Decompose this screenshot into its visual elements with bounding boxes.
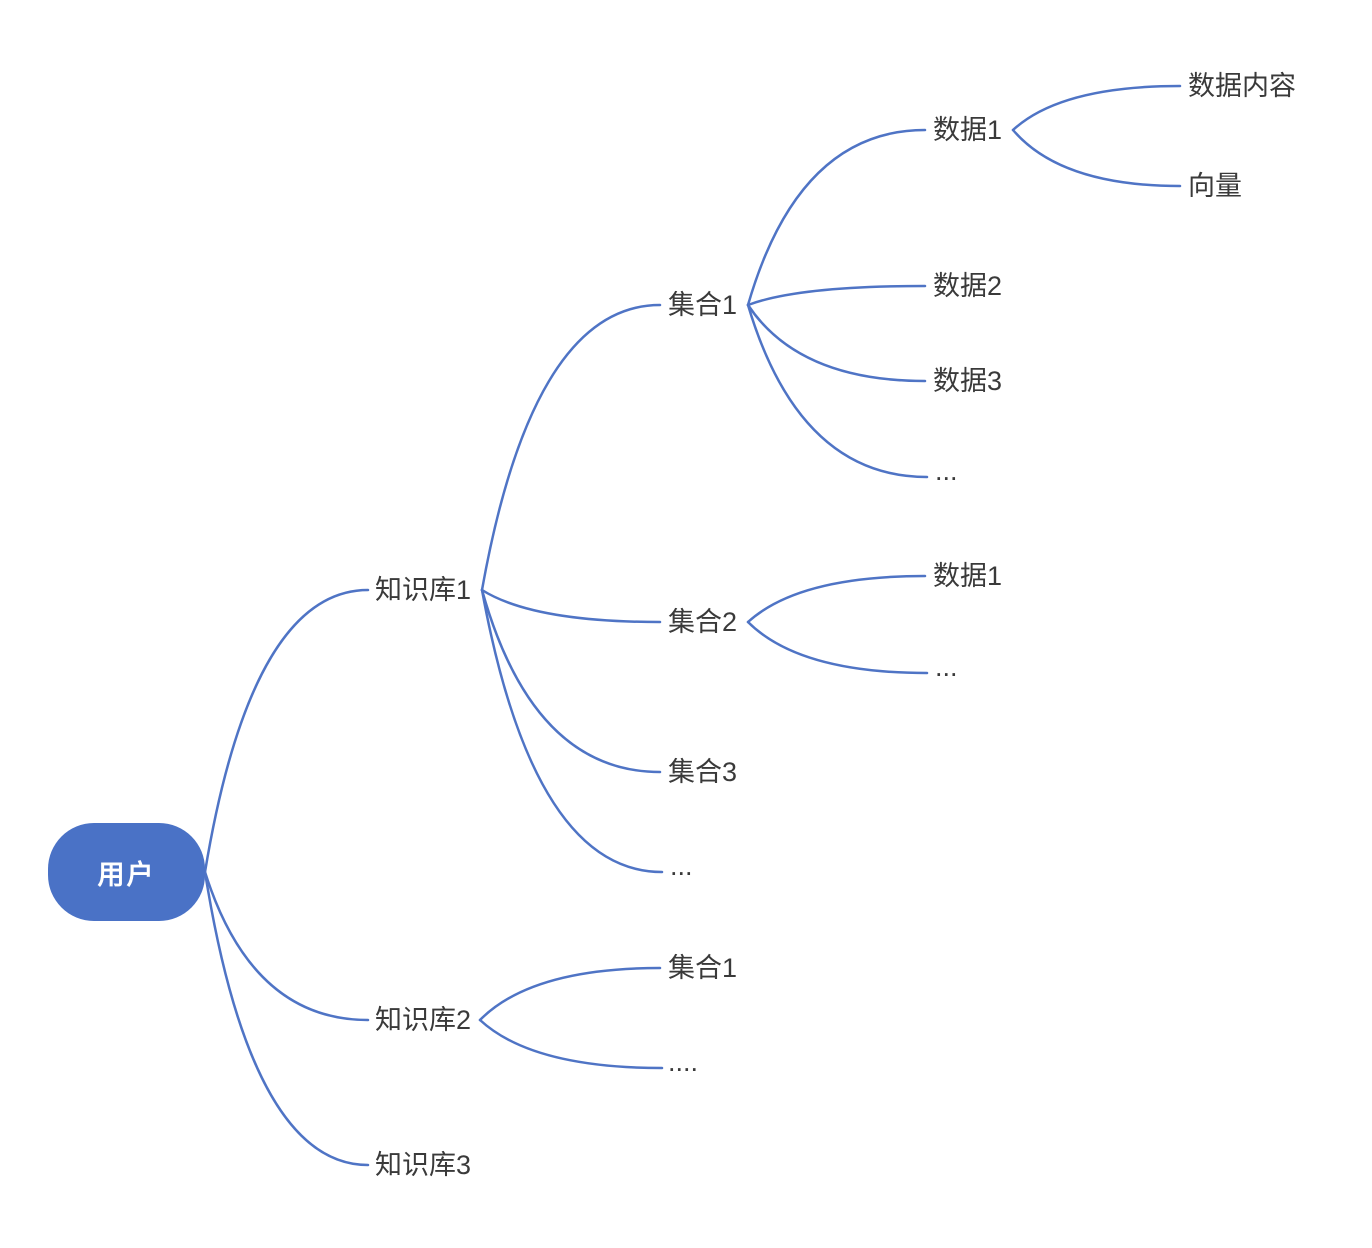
edge-user-kb2	[203, 870, 370, 1022]
edge-user-kb3	[203, 870, 370, 1167]
edge-kb1-col1	[480, 303, 662, 592]
node-root-user-label: 用户	[97, 859, 156, 890]
node-col1-data3: 数据3	[933, 365, 1003, 396]
node-col1-data1: 数据1	[933, 114, 1003, 145]
edge-kb1-col2	[480, 588, 662, 624]
node-col2-more: ...	[935, 651, 958, 682]
edge-col1-more	[746, 303, 929, 479]
node-kb1-col1: 集合1	[668, 289, 738, 320]
node-kb1-more: ...	[670, 850, 693, 881]
edge-kb2-more	[478, 1018, 664, 1070]
node-data1-vector: 向量	[1188, 170, 1242, 201]
node-kb3: 知识库3	[375, 1149, 472, 1180]
edge-col2-more	[746, 620, 929, 675]
edge-data1-vector	[1011, 128, 1182, 188]
node-kb1-col3: 集合3	[668, 756, 738, 787]
edge-col1-data2	[746, 284, 927, 307]
edge-kb1-more	[480, 588, 664, 874]
node-data1-content: 数据内容	[1188, 70, 1296, 101]
node-col1-more: ...	[935, 455, 958, 486]
node-kb1: 知识库1	[375, 574, 472, 605]
node-col1-data2: 数据2	[933, 270, 1003, 301]
edge-data1-content	[1011, 84, 1182, 132]
node-kb2-col1: 集合1	[668, 952, 738, 983]
node-kb2: 知识库2	[375, 1004, 472, 1035]
node-kb2-more: ....	[668, 1046, 699, 1077]
node-root-user: 用户	[48, 823, 205, 921]
node-col2-data1: 数据1	[933, 560, 1003, 591]
node-kb1-col2: 集合2	[668, 606, 738, 637]
edge-kb1-col3	[480, 588, 662, 774]
edge-col2-data1	[746, 574, 927, 624]
edge-kb2-col1	[478, 966, 662, 1022]
edge-col1-data1	[746, 128, 927, 307]
edge-user-kb1	[203, 588, 370, 874]
edge-col1-data3	[746, 303, 927, 383]
